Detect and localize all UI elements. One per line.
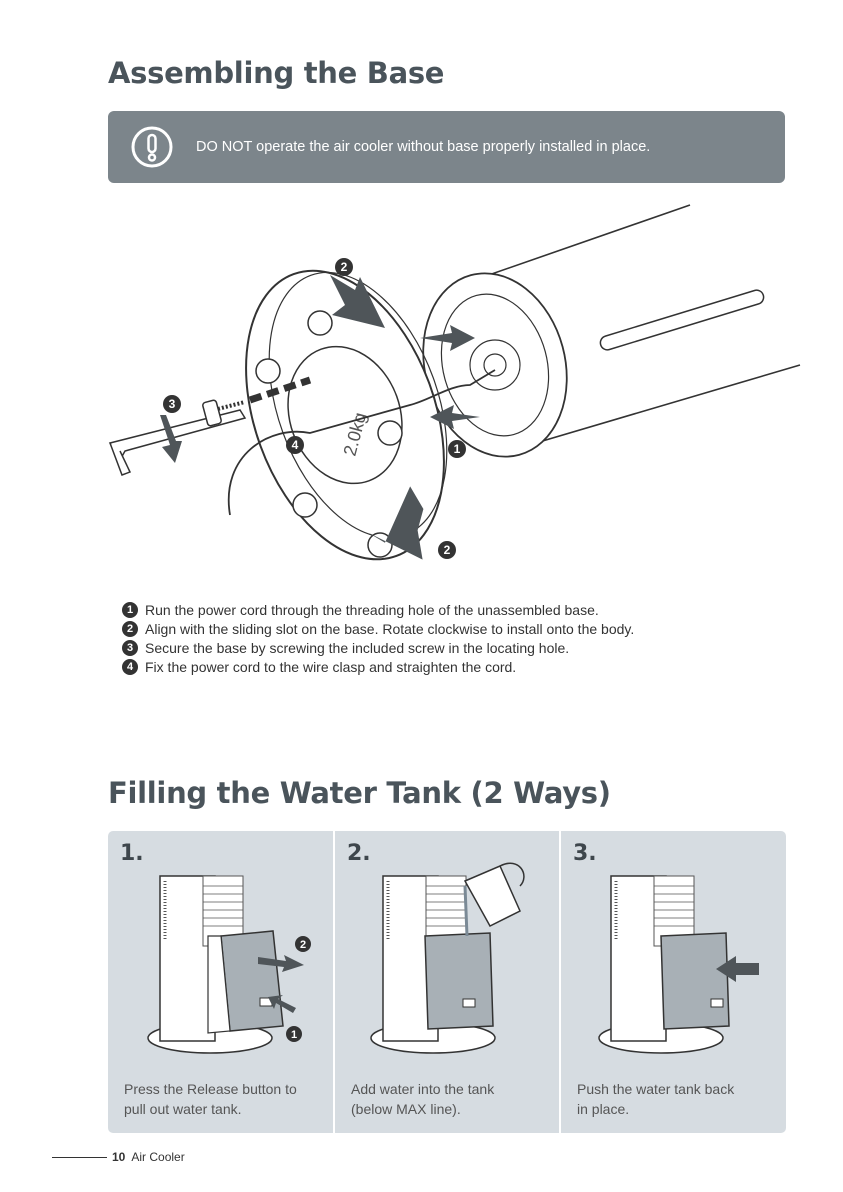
warning-text: DO NOT operate the air cooler without ba… — [196, 139, 651, 155]
section-title-assembling-base: Assembling the Base — [108, 56, 445, 90]
footer-rule — [52, 1156, 107, 1158]
page-footer: 10 Air Cooler — [52, 1150, 185, 1164]
svg-text:2: 2 — [341, 260, 348, 274]
panel-caption: Press the Release button to pull out wat… — [124, 1081, 297, 1117]
step-number: 1 — [122, 601, 138, 618]
rotation-arrows — [160, 275, 480, 560]
callout-3: 3 — [163, 395, 181, 413]
step-text: Secure the base by screwing the included… — [145, 639, 570, 656]
callout-2-bottom: 2 — [438, 541, 456, 559]
step-1: 1 Run the power cord through the threadi… — [122, 600, 634, 619]
panel-step-1: 1. 2 1 Press the Release button to pull … — [108, 831, 333, 1133]
panel-number: 1. — [120, 841, 144, 866]
svg-text:2: 2 — [300, 939, 306, 951]
tank-insert-illustration — [598, 875, 759, 1054]
panel-number: 3. — [573, 841, 597, 866]
step-3: 3 Secure the base by screwing the includ… — [122, 638, 634, 657]
base-assembly-diagram: 2.0kg 2 3 4 1 — [108, 204, 801, 561]
screw — [202, 376, 312, 427]
tank-filling-panels: 1. 2 1 Press the Release button to pull … — [108, 831, 786, 1133]
svg-text:3: 3 — [169, 397, 176, 411]
base-plate: 2.0kg — [245, 269, 448, 561]
svg-text:4: 4 — [292, 438, 299, 452]
exclamation-icon — [131, 126, 173, 168]
panel-number: 2. — [347, 841, 371, 866]
step-number: 2 — [122, 620, 138, 637]
power-cord — [227, 369, 496, 516]
callout-4: 4 — [286, 436, 304, 454]
panel-step-3: 3. Push the water tank back in place. — [561, 831, 786, 1133]
svg-text:1: 1 — [454, 442, 461, 456]
assembly-steps-list: 1 Run the power cord through the threadi… — [122, 600, 634, 676]
step-2: 2 Align with the sliding slot on the bas… — [122, 619, 634, 638]
tank-fill-illustration — [370, 862, 525, 1054]
panel-divider — [559, 831, 561, 1133]
footer-label: Air Cooler — [131, 1150, 185, 1164]
panel-caption: Add water into the tank (below MAX line)… — [351, 1081, 495, 1117]
step-text: Run the power cord through the threading… — [145, 601, 599, 618]
page-number: 10 — [112, 1150, 126, 1164]
svg-text:2: 2 — [444, 543, 451, 557]
tank-release-illustration: 2 1 — [147, 875, 311, 1054]
section-title-filling-tank: Filling the Water Tank (2 Ways) — [108, 776, 611, 810]
step-number: 3 — [122, 639, 138, 656]
callout-1: 1 — [448, 440, 466, 458]
svg-text:1: 1 — [291, 1029, 297, 1041]
step-number: 4 — [122, 658, 138, 675]
step-text: Fix the power cord to the wire clasp and… — [145, 658, 517, 675]
panel-caption: Push the water tank back in place. — [577, 1081, 735, 1117]
warning-banner: DO NOT operate the air cooler without ba… — [108, 111, 785, 183]
callout-2-top: 2 — [335, 258, 353, 276]
step-4: 4 Fix the power cord to the wire clasp a… — [122, 657, 634, 676]
panel-divider — [333, 831, 335, 1133]
panel-step-2: 2. Add water into the tank (below MAX li… — [335, 831, 559, 1133]
step-text: Align with the sliding slot on the base.… — [145, 620, 635, 637]
